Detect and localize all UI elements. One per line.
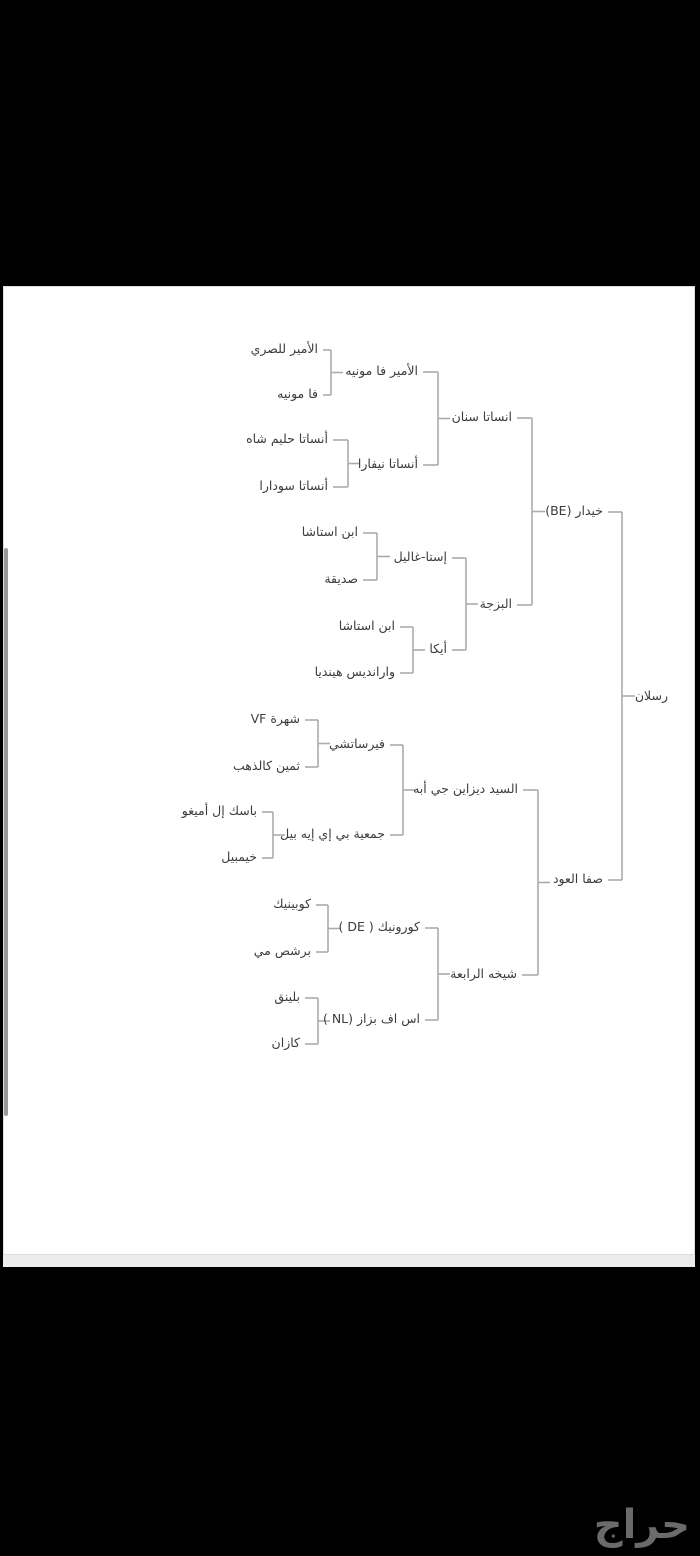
pedigree-ancestor-name: أيكا	[429, 641, 447, 656]
pedigree-ancestor-name: خيمبيل	[221, 849, 257, 864]
pedigree-ancestor-name: صديقة	[324, 571, 358, 586]
pedigree-root-name: رسلان	[634, 688, 668, 703]
pedigree-ancestor-name: بلينق	[274, 989, 300, 1004]
pedigree-ancestor-name: ابن استاشا	[338, 618, 395, 633]
pedigree-ancestor-name: شهرة VF	[250, 711, 300, 726]
pedigree-ancestor-name: إستا-غاليل	[393, 549, 447, 564]
pedigree-ancestor-name: الأمير فا مونيه	[345, 363, 418, 378]
pedigree-ancestor-name: فيرساتشي	[329, 736, 385, 751]
pedigree-ancestor-name: صفا العود	[552, 871, 603, 886]
scrollbar-thumb[interactable]	[4, 548, 8, 1116]
pedigree-ancestor-name: أنساتا سودارا	[259, 478, 328, 493]
pedigree-ancestor-name: جمعية بي إي إيه بيل	[280, 826, 385, 841]
pedigree-sheet	[3, 286, 695, 1266]
pedigree-ancestor-name: ابن استاشا	[301, 524, 358, 539]
pedigree-ancestor-name: السيد ديزاين جي أبه	[413, 781, 518, 796]
pedigree-ancestor-name: شيخه الرابعة	[450, 966, 517, 981]
pedigree-ancestor-name: ثمين كالذهب	[233, 758, 300, 773]
pedigree-ancestor-name: برشص مي	[253, 943, 311, 958]
pedigree-ancestor-name: أنساتا حليم شاه	[246, 431, 328, 446]
pedigree-ancestor-name: البزجة	[479, 596, 512, 611]
pedigree-ancestor-name: اس اف بزاز (NL )	[322, 1011, 420, 1026]
pedigree-ancestor-name: باسك إل أميغو	[181, 803, 257, 818]
pedigree-ancestor-name: كورونيك ( DE )	[338, 919, 420, 934]
pedigree-ancestor-name: خيدار (BE)	[545, 503, 603, 518]
pedigree-ancestor-name: فا مونيه	[277, 386, 318, 401]
pedigree-ancestor-name: أنساتا نيفارا	[357, 456, 418, 471]
pedigree-ancestor-name: الأمير للصري	[250, 341, 318, 356]
pedigree-ancestor-name: كازان	[271, 1035, 300, 1050]
pedigree-ancestor-name: انساتا سنان	[451, 409, 512, 424]
pedigree-ancestor-name: كوبينيك	[273, 896, 311, 911]
pedigree-ancestor-name: واراندیس هیندیا	[314, 664, 395, 679]
sheet-bottom-edge	[3, 1254, 695, 1267]
haraj-logo: حراج	[593, 1502, 690, 1548]
